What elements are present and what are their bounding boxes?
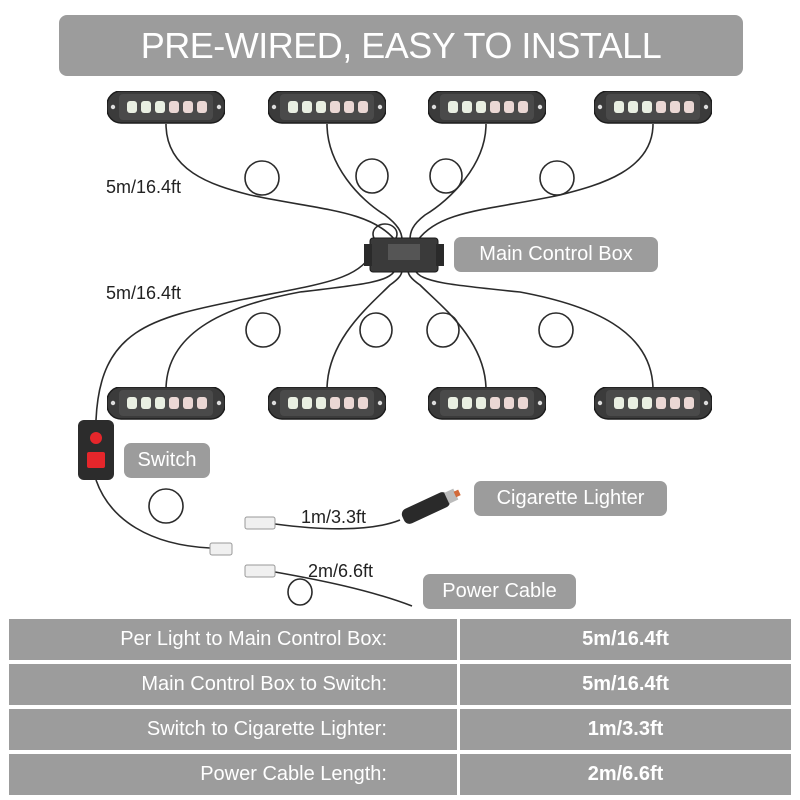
led-light bbox=[268, 387, 386, 420]
cable-top-2 bbox=[326, 123, 403, 241]
spec-label: Switch to Cigarette Lighter: bbox=[9, 709, 457, 750]
title-banner: PRE-WIRED, EASY TO INSTALL bbox=[59, 15, 743, 76]
led-light bbox=[428, 91, 546, 124]
dimension-power-cable: 2m/6.6ft bbox=[308, 561, 374, 581]
cable-loop bbox=[355, 158, 389, 194]
dimension-box-to-switch: 5m/16.4ft bbox=[106, 283, 182, 303]
cable-power bbox=[274, 571, 413, 607]
led-light bbox=[594, 91, 712, 124]
cable-top-3 bbox=[409, 123, 487, 241]
switch-device bbox=[78, 420, 114, 480]
spec-row: Power Cable Length: 2m/6.6ft bbox=[9, 754, 791, 795]
cable-bottom-3 bbox=[407, 269, 487, 391]
cable-loop bbox=[244, 160, 280, 196]
connectors bbox=[209, 516, 276, 578]
spec-row: Switch to Cigarette Lighter: 1m/3.3ft bbox=[9, 709, 791, 750]
cable-loop bbox=[538, 312, 574, 348]
spec-row: Main Control Box to Switch: 5m/16.4ft bbox=[9, 664, 791, 705]
spec-value: 2m/6.6ft bbox=[460, 754, 791, 795]
spec-row: Per Light to Main Control Box: 5m/16.4ft bbox=[9, 619, 791, 660]
led-light bbox=[428, 387, 546, 420]
wiring-diagram bbox=[78, 123, 654, 607]
label-cigarette-lighter: Cigarette Lighter bbox=[474, 481, 667, 516]
cable-switch-out bbox=[95, 479, 211, 549]
led-light bbox=[594, 387, 712, 420]
spec-table: Per Light to Main Control Box: 5m/16.4ft… bbox=[9, 619, 791, 799]
spec-value: 1m/3.3ft bbox=[460, 709, 791, 750]
led-light bbox=[268, 91, 386, 124]
cable-loop bbox=[429, 158, 463, 194]
cable-lighter bbox=[274, 519, 401, 530]
spec-label: Per Light to Main Control Box: bbox=[9, 619, 457, 660]
spec-label: Power Cable Length: bbox=[9, 754, 457, 795]
main-control-box bbox=[364, 237, 444, 273]
spec-label: Main Control Box to Switch: bbox=[9, 664, 457, 705]
cable-box-to-switch bbox=[95, 247, 376, 421]
cable-bottom-1 bbox=[165, 269, 396, 391]
dimension-light-cable: 5m/16.4ft bbox=[106, 177, 182, 197]
cigarette-lighter-plug bbox=[401, 488, 461, 524]
label-power-cable: Power Cable bbox=[423, 574, 576, 609]
cable-loop bbox=[359, 312, 393, 348]
cable-loop bbox=[426, 312, 460, 348]
dimension-switch-to-lighter: 1m/3.3ft bbox=[301, 507, 367, 527]
led-light bbox=[107, 387, 225, 420]
cables bbox=[95, 123, 654, 607]
label-main-control-box: Main Control Box bbox=[454, 237, 658, 272]
cable-loop bbox=[245, 312, 281, 348]
cable-loop bbox=[539, 160, 575, 196]
label-switch: Switch bbox=[124, 443, 210, 478]
cable-top-4 bbox=[417, 123, 654, 241]
cable-bottom-4 bbox=[414, 269, 654, 391]
spec-value: 5m/16.4ft bbox=[460, 664, 791, 705]
led-light bbox=[107, 91, 225, 124]
cable-top-1 bbox=[165, 123, 396, 241]
cable-bottom-2 bbox=[326, 269, 403, 391]
spec-value: 5m/16.4ft bbox=[460, 619, 791, 660]
